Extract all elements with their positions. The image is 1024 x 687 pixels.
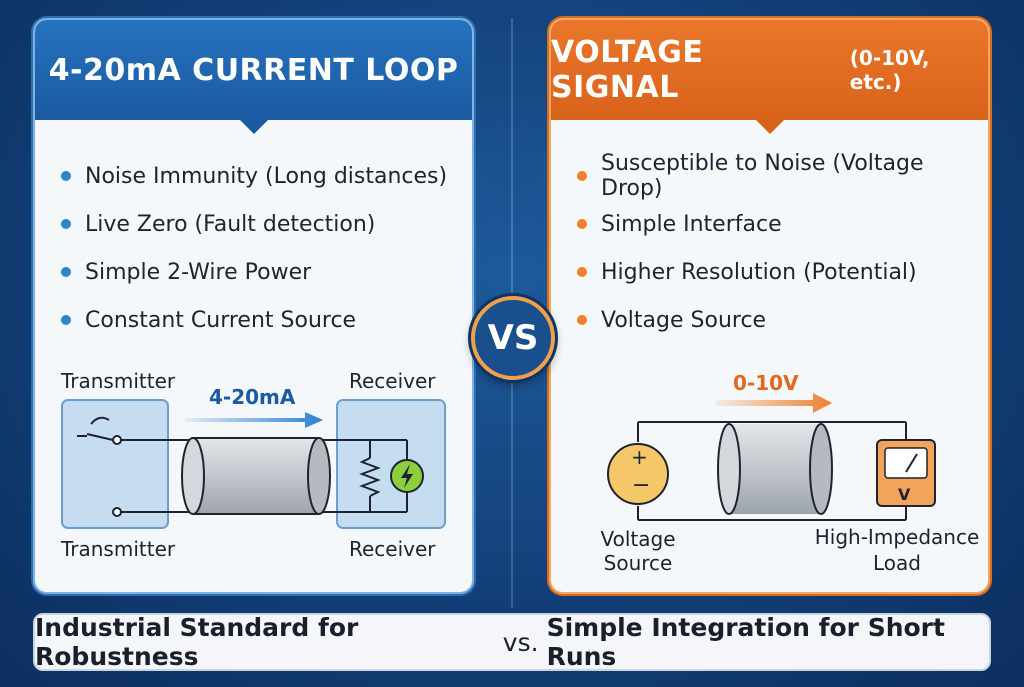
voltage-flow-label: 0-10V <box>733 371 799 395</box>
summary-footer: Industrial Standard for Robustness vs. S… <box>33 613 991 671</box>
meter-needle <box>905 453 918 473</box>
voltmeter-symbol: V <box>898 485 911 504</box>
footer-left-text: Industrial Standard for Robustness <box>35 613 359 671</box>
list-item: Voltage Source <box>577 296 988 344</box>
receiver-label-bottom: Receiver <box>349 537 436 561</box>
list-item: Constant Current Source <box>61 296 447 344</box>
bullet-icon <box>61 219 71 229</box>
current-loop-title: 4-20mA CURRENT LOOP <box>48 52 459 88</box>
transmitter-box <box>61 399 169 529</box>
list-item: Susceptible to Noise (Voltage Drop) <box>577 151 988 201</box>
terminal-bottom <box>112 507 122 517</box>
meter-dial <box>884 447 928 479</box>
receiver-label-top: Receiver <box>349 369 436 393</box>
cable-end-right <box>307 437 331 515</box>
header-notch <box>755 120 784 134</box>
voltage-source-icon <box>607 443 669 505</box>
cable-body <box>729 424 821 514</box>
voltage-signal-diagram: 0-10V + − V Voltage Source High-Impedanc… <box>600 371 980 575</box>
cable-end-left <box>717 423 741 515</box>
cable-body <box>193 438 319 514</box>
voltage-source-label-1: Voltage <box>600 527 675 551</box>
load-label-1: High-Impedance <box>815 525 980 549</box>
load-label-2: Load <box>873 551 921 575</box>
bullet-icon <box>577 219 587 229</box>
vs-label: VS <box>487 318 539 358</box>
voltage-signal-header: VOLTAGE SIGNAL (0-10V, etc.) <box>551 20 988 134</box>
voltage-signal-panel: VOLTAGE SIGNAL (0-10V, etc.) Susceptible… <box>549 18 990 594</box>
list-item: Simple Interface <box>577 200 988 248</box>
list-item: Live Zero (Fault detection) <box>61 200 447 248</box>
current-loop-header: 4-20mA CURRENT LOOP <box>35 20 472 134</box>
current-flow-arrow <box>185 412 323 428</box>
transmitter-label-bottom: Transmitter <box>60 537 176 561</box>
voltage-source-label-2: Source <box>604 551 673 575</box>
voltage-signal-title: VOLTAGE SIGNAL <box>551 35 704 105</box>
list-item: Noise Immunity (Long distances) <box>61 152 447 200</box>
footer-vs: vs. <box>502 627 539 657</box>
bullet-icon <box>577 267 587 277</box>
bullet-icon <box>61 171 71 181</box>
current-loop-features: Noise Immunity (Long distances) Live Zer… <box>61 152 447 344</box>
current-loop-panel: 4-20mA CURRENT LOOP Noise Immunity (Long… <box>33 18 474 594</box>
voltage-signal-features: Susceptible to Noise (Voltage Drop) Simp… <box>577 151 988 344</box>
resistor-icon <box>359 457 381 497</box>
voltage-flow-arrow <box>716 393 832 413</box>
bullet-icon <box>577 315 587 325</box>
bullet-icon <box>61 315 71 325</box>
bullet-icon <box>61 267 71 277</box>
cable-end-left <box>181 437 205 515</box>
switch-lever <box>86 433 114 441</box>
current-loop-diagram: Transmitter Receiver 4-20mA Transmitter … <box>60 369 446 561</box>
switch-icon <box>77 416 110 437</box>
lightning-icon <box>401 464 413 488</box>
minus-sign: − <box>632 473 650 498</box>
list-item: Simple 2-Wire Power <box>61 248 447 296</box>
voltage-signal-subtitle: (0-10V, etc.) <box>849 46 930 94</box>
plus-sign: + <box>631 445 648 469</box>
footer-right-text: Simple Integration for Short Runs <box>546 613 945 671</box>
vs-badge: VS <box>471 296 555 380</box>
bullet-icon <box>577 171 587 181</box>
header-notch <box>239 120 268 134</box>
list-item: Higher Resolution (Potential) <box>577 248 988 296</box>
receiver-box <box>336 399 446 529</box>
transmitter-label-top: Transmitter <box>60 369 176 393</box>
terminal-top <box>112 435 122 445</box>
current-flow-label: 4-20mA <box>209 385 296 409</box>
cable-end-right <box>809 423 833 515</box>
